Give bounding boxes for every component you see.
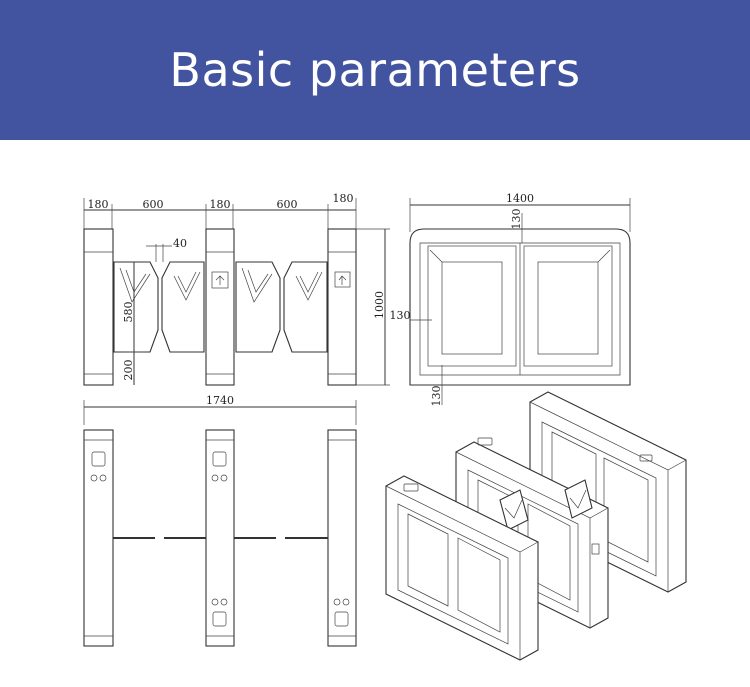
front-flaps — [113, 261, 328, 353]
dim-top-1740: 1740 — [206, 394, 234, 407]
front-cabinet-left — [83, 228, 114, 386]
header-banner — [0, 0, 750, 140]
isometric-view — [385, 391, 687, 661]
dim-side-1400: 1400 — [506, 192, 534, 205]
dim-front-600-b: 600 — [277, 198, 298, 211]
top-cabinet-left — [83, 429, 114, 647]
dim-side-130-bottom: 130 — [430, 386, 443, 407]
dim-front-200: 200 — [122, 360, 135, 381]
front-view: 180 600 180 600 180 — [83, 192, 390, 386]
top-cabinet-middle — [205, 429, 235, 647]
top-view: 1740 — [83, 394, 357, 647]
dim-side-130-top: 130 — [510, 209, 523, 230]
dim-front-gap-40: 40 — [173, 237, 187, 250]
side-view: 1400 130 130 130 — [390, 192, 631, 407]
dim-side-130-left: 130 — [390, 309, 411, 322]
dim-front-180-a: 180 — [88, 198, 109, 211]
dim-front-180-b: 180 — [210, 198, 231, 211]
iso-unit-front — [385, 475, 539, 661]
dim-front-600-a: 600 — [143, 198, 164, 211]
iso-flaps — [499, 479, 593, 531]
dim-front-580: 580 — [122, 302, 135, 323]
top-cabinet-right — [327, 429, 357, 647]
front-cabinet-middle — [205, 228, 235, 386]
page-title: Basic parameters — [169, 43, 581, 97]
front-cabinet-right — [327, 228, 357, 386]
dim-front-180-c: 180 — [333, 192, 354, 205]
dim-front-1000: 1000 — [373, 291, 386, 319]
